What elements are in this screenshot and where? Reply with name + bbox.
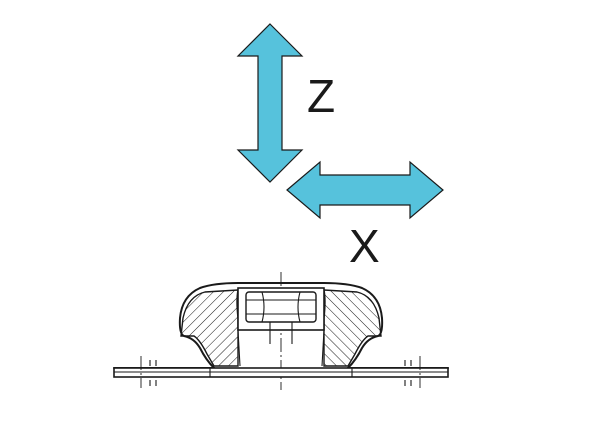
rubber-body-right: [323, 289, 382, 367]
mounting-hole-left: [140, 356, 157, 388]
z-arrow-icon: [236, 23, 304, 183]
rubber-body-left: [180, 289, 239, 367]
mount-cross-section: [113, 272, 449, 390]
housing-outline: [178, 282, 384, 369]
z-axis-arrow: [236, 23, 304, 183]
mounting-hole-right: [404, 356, 421, 388]
z-axis-label: Z: [307, 70, 335, 122]
nut: [245, 291, 317, 323]
x-axis-arrow: [286, 160, 444, 220]
x-arrow-icon: [286, 160, 444, 220]
x-axis-label: X: [349, 220, 380, 272]
